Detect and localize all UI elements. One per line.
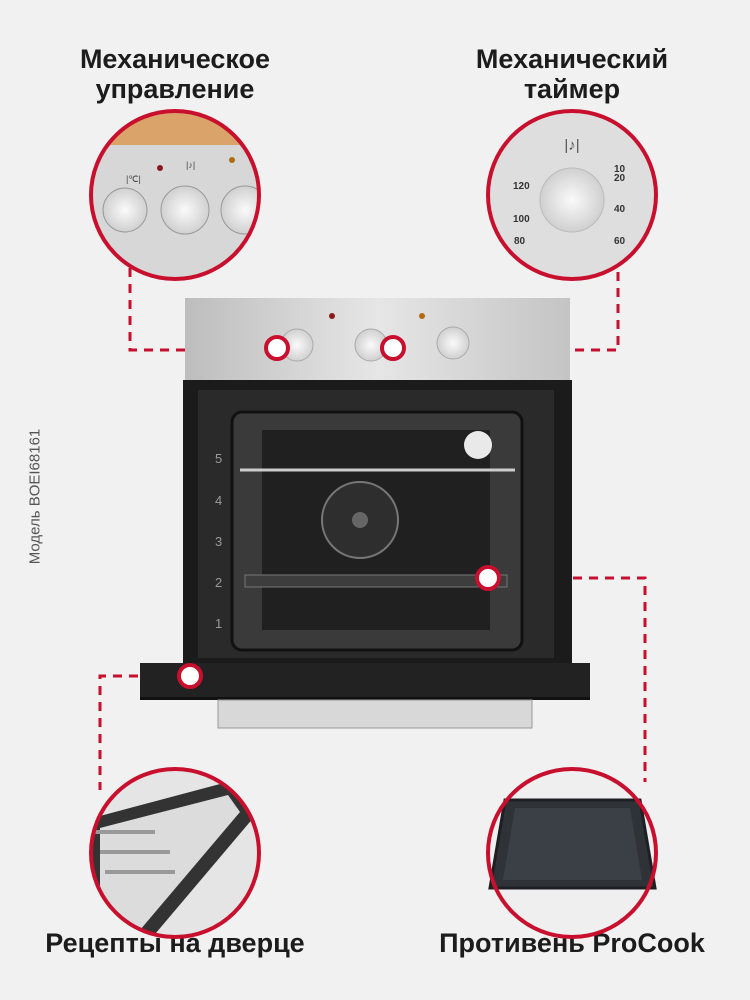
baking-tray xyxy=(244,574,508,588)
oven-body: 5 4 3 2 1 xyxy=(140,380,590,729)
detail-control: |℃| |♪| xyxy=(89,109,261,281)
label: 60 xyxy=(614,236,626,247)
detail-timer: |♪| 10 20 40 60 80 100 120 xyxy=(486,109,658,281)
hotspot-recipes[interactable] xyxy=(177,663,203,689)
feature-title-control: Механическое управление xyxy=(25,44,325,104)
hotspots xyxy=(177,335,501,689)
hotspot-control[interactable] xyxy=(264,335,290,361)
timer-knob-zoom xyxy=(160,185,210,235)
label: 80 xyxy=(514,236,526,247)
label: 5 xyxy=(215,451,222,466)
timer-knob-zoom[interactable] xyxy=(539,167,605,233)
title-line: Механическое xyxy=(79,44,271,74)
label: 3 xyxy=(215,534,222,549)
oven-lamp xyxy=(464,431,492,459)
indicator-light xyxy=(419,313,425,319)
control-panel xyxy=(185,298,570,380)
label: 120 xyxy=(513,181,530,192)
title-line: таймер xyxy=(523,74,621,104)
mode-knob[interactable] xyxy=(436,326,470,360)
hotspot-timer[interactable] xyxy=(380,335,406,361)
feature-title-timer: Механический таймер xyxy=(422,44,722,104)
label: 4 xyxy=(215,493,222,508)
detail-recipes xyxy=(89,767,261,939)
detail-tray xyxy=(486,767,658,939)
oven-door xyxy=(140,663,590,699)
label: 10 xyxy=(614,164,626,175)
door-handle xyxy=(217,699,533,729)
title-line: Механический xyxy=(475,44,669,74)
temperature-knob-zoom xyxy=(102,187,148,233)
label: 40 xyxy=(614,204,626,215)
label: 2 xyxy=(215,575,222,590)
label: |♪| xyxy=(564,137,579,154)
label: |℃| xyxy=(126,174,141,184)
indicator-light xyxy=(329,313,335,319)
title-line: управление xyxy=(95,74,255,104)
label: 1 xyxy=(215,616,222,631)
label: |♪| xyxy=(186,160,195,170)
label: 20 xyxy=(614,173,626,184)
label: 100 xyxy=(513,214,530,225)
hotspot-tray[interactable] xyxy=(475,565,501,591)
mode-knob-zoom xyxy=(220,185,258,235)
